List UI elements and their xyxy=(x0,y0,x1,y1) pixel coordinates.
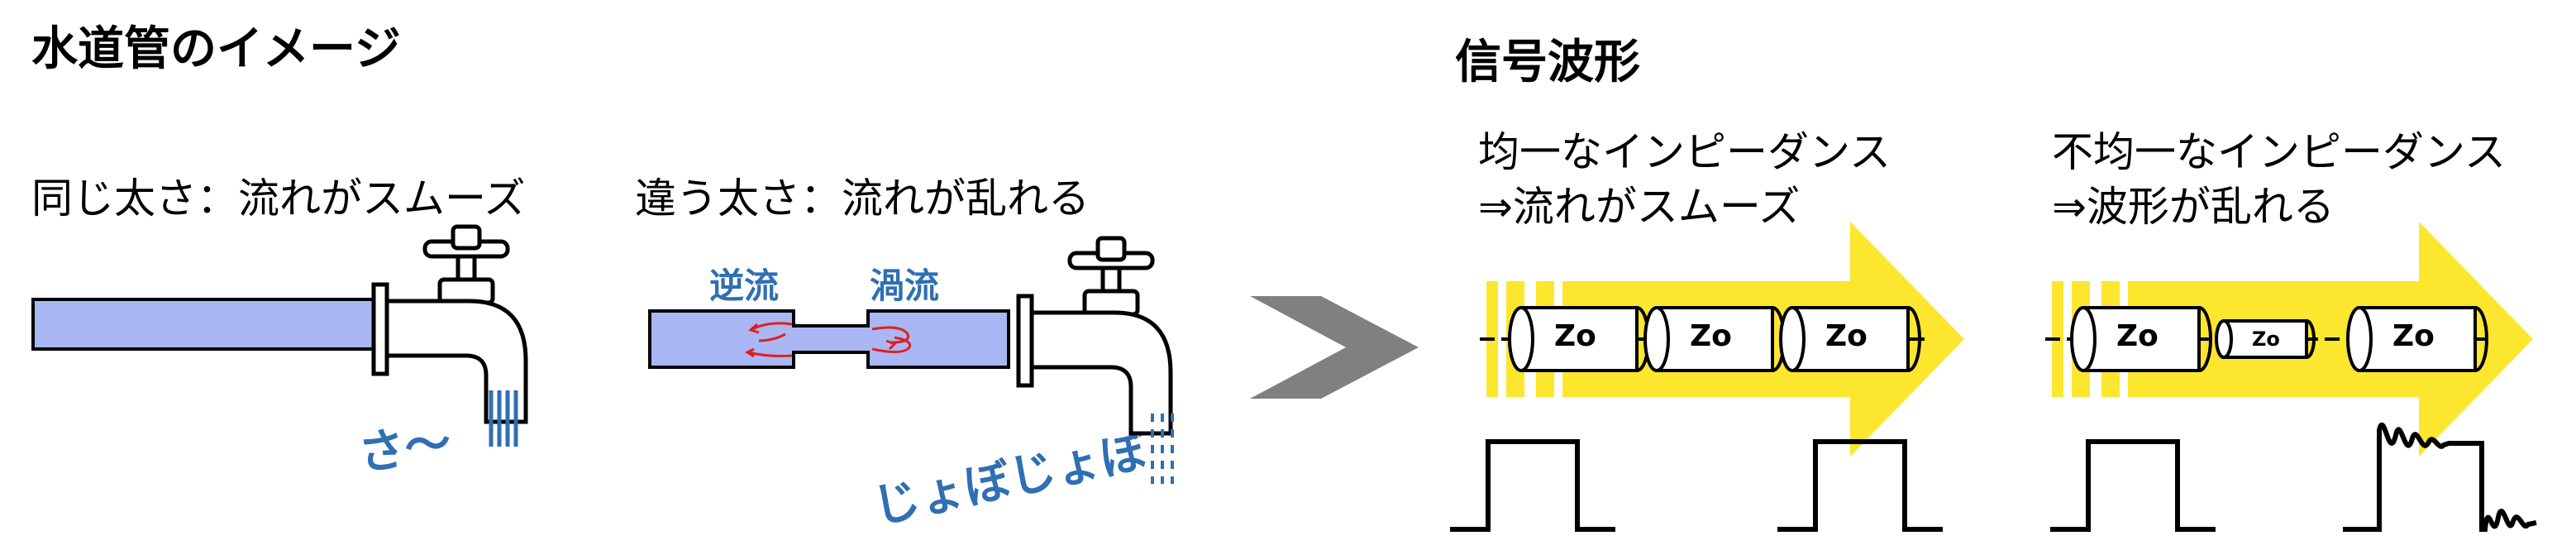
backflow-arrows xyxy=(744,322,793,358)
pipe1-caption: 同じ太さ：流れがスムーズ xyxy=(31,175,526,222)
nonuniform-impedance-caption: 不均一なインピーダンス xyxy=(2052,128,2506,176)
impedance-label-1c: Zo xyxy=(1825,319,1868,353)
water-stream-smooth xyxy=(489,390,518,447)
varying-thickness-pipe xyxy=(648,309,1010,369)
faucet-2 xyxy=(1018,238,1171,433)
distorted-output-pulse xyxy=(2343,422,2537,532)
impedance-label-2c: Zo xyxy=(2392,319,2435,353)
impedance-label-2b: Zo xyxy=(2252,328,2280,351)
uniform-impedance-caption: 均一なインピーダンス xyxy=(1478,128,1891,176)
pipe2-caption: 違う太さ：流れが乱れる xyxy=(635,175,1090,222)
impedance-label-1a: Zo xyxy=(1554,319,1596,353)
transition-chevron xyxy=(1250,296,1419,399)
impedance-label-1b: Zo xyxy=(1690,319,1732,353)
uniform-pipe xyxy=(31,298,380,351)
faucet-1 xyxy=(374,227,526,422)
backflow-label: 逆流 xyxy=(709,265,780,306)
eddy-label: 渦流 xyxy=(870,265,940,306)
eddy-arrows xyxy=(871,326,912,353)
water-drips-turbulent xyxy=(1151,414,1174,484)
smooth-flow-caption: ⇒流れがスムーズ xyxy=(1478,183,1801,231)
impedance-label-2a: Zo xyxy=(2116,319,2159,353)
waveform-disturbed-caption: ⇒波形が乱れる xyxy=(2052,183,2335,231)
input-pulse-2 xyxy=(2050,439,2216,532)
water-pipe-title: 水道管のイメージ xyxy=(31,22,401,76)
input-pulse-1 xyxy=(1450,439,1615,532)
output-pulse-1 xyxy=(1777,439,1943,532)
signal-waveform-title: 信号波形 xyxy=(1455,36,1640,89)
